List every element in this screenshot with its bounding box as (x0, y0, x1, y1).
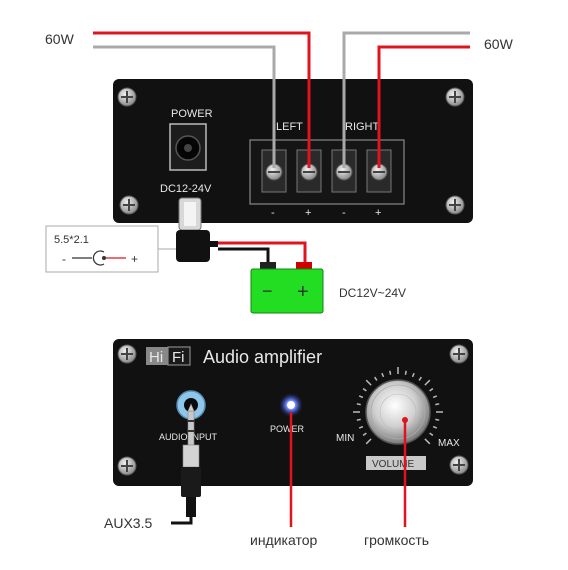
volume-tick (429, 388, 434, 392)
battery-voltage-label: DC12V~24V (339, 286, 406, 300)
plug-plus-sign: + (131, 252, 138, 266)
battery-icon: − + (250, 262, 324, 314)
left-label: LEFT (276, 121, 303, 133)
volume-min-label: MIN (336, 433, 354, 444)
speaker-right-label: 60W (484, 36, 514, 52)
battery-plus: + (297, 281, 309, 303)
hifi-logo: Hi Fi (146, 346, 191, 366)
volume-tick (435, 418, 440, 421)
callout-lines (289, 412, 407, 527)
volume-tick (418, 376, 422, 381)
volume-tick (381, 372, 385, 378)
volume-tick (356, 403, 361, 406)
aux-plug-icon (171, 403, 201, 525)
volume-tick (424, 379, 431, 386)
plug-size-label: 5.5*2.1 (54, 234, 89, 246)
volume-tick (432, 395, 438, 399)
front-title: Audio amplifier (203, 347, 322, 367)
front-panel: Hi Fi Audio amplifier AUDIO INPUT POWER … (113, 339, 473, 486)
terminal-sign: + (305, 207, 311, 219)
volume-tick (389, 370, 392, 375)
volume-tick (362, 432, 367, 436)
volume-tick (404, 370, 407, 375)
volume-knob[interactable] (365, 379, 431, 445)
volume-tick (365, 379, 372, 386)
plug-spec-box: 5.5*2.1 - + (45, 225, 176, 273)
screw-icon (117, 87, 137, 107)
volume-tick (356, 418, 361, 421)
power-label: POWER (171, 108, 213, 120)
volume-tick (432, 425, 438, 429)
screw-icon (449, 455, 469, 475)
volume-tick (429, 432, 434, 436)
aux-label: AUX3.5 (104, 515, 152, 531)
screw-icon (445, 87, 465, 107)
screw-icon (117, 344, 137, 364)
speaker-wires (93, 31, 470, 168)
battery-minus: − (262, 281, 273, 301)
terminal-sign: + (375, 207, 381, 219)
volume-tick (365, 438, 372, 445)
volume-tick (435, 403, 440, 406)
screw-icon (449, 344, 469, 364)
volume-tick (362, 388, 367, 392)
power-led-icon (279, 393, 303, 417)
speaker-left-label: 60W (45, 31, 75, 47)
volume-tick (424, 438, 431, 445)
right-label: RIGHT (345, 121, 380, 133)
dc-jack-icon (169, 123, 207, 171)
plug-polarity-icon (72, 250, 126, 266)
front-power-label: POWER (270, 424, 305, 434)
volume-label: VOLUME (372, 459, 415, 470)
volume-plate (366, 456, 426, 470)
terminal-sign: - (271, 207, 275, 219)
volume-tick (358, 425, 364, 429)
rear-panel: POWER DC12-24V LEFT RIGHT (113, 79, 473, 223)
volume-tick (374, 376, 378, 381)
volume-scale (353, 367, 443, 445)
indicator-caption: индикатор (250, 532, 317, 548)
brand-fi: Fi (172, 349, 185, 366)
screw-icon (445, 195, 465, 215)
volume-caption: громкость (364, 532, 429, 548)
battery-wires (218, 241, 307, 266)
dc-voltage-label: DC12-24V (160, 183, 212, 195)
dc-plug-icon (176, 197, 218, 262)
terminal-sign: - (342, 207, 346, 219)
volume-tick (411, 372, 415, 378)
brand-hi: Hi (149, 349, 163, 366)
volume-callout-dot (402, 417, 408, 423)
volume-tick (358, 395, 364, 399)
plug-minus-sign: - (62, 252, 66, 266)
screw-icon (119, 195, 139, 215)
volume-max-label: MAX (438, 438, 460, 449)
screw-icon (117, 456, 137, 476)
